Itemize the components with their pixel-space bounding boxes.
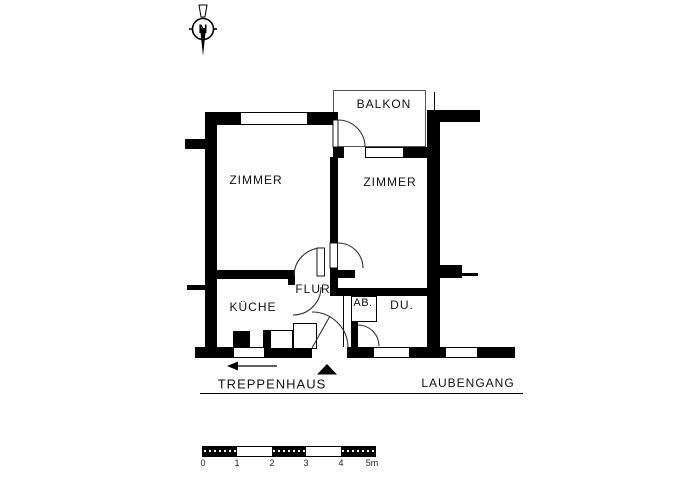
scale-tick-1: 1	[234, 458, 240, 468]
wall-balcony-bottom-left	[333, 147, 344, 158]
line-flur-du	[343, 296, 344, 347]
door-leaf-zimmer-left	[316, 247, 325, 277]
wall-stub-left-upper	[185, 139, 205, 149]
door-arc-zimmer-right	[337, 242, 364, 269]
scale-segment	[203, 447, 238, 456]
wall-bottom-2	[265, 347, 312, 358]
door-arc-zimmer-left	[293, 247, 323, 277]
window-du	[373, 347, 410, 358]
wall-bottom-1	[195, 347, 233, 358]
wall-stub-flur	[338, 270, 355, 278]
wall-stub-mid-right	[440, 265, 462, 278]
room-label-zimmer-right: ZIMMER	[363, 175, 417, 189]
wall-kueche-top	[217, 270, 295, 279]
wall-kueche-top-cap	[288, 272, 295, 285]
wall-du-top	[330, 288, 427, 296]
scale-tick-2: 2	[269, 458, 275, 468]
annotation-treppenhaus: TREPPENHAUS	[217, 376, 327, 392]
room-label-zimmer-left: ZIMMER	[229, 173, 283, 187]
annotation-laubengang: LAUBENGANG	[421, 376, 515, 390]
window-zimmer-right	[365, 147, 404, 158]
compass-north-label: N	[198, 22, 208, 36]
ab-closet-box	[351, 296, 377, 322]
window-zimmer-left	[240, 112, 308, 125]
room-label-kueche: KÜCHE	[229, 300, 277, 314]
wall-top-left	[205, 112, 241, 125]
wall-room-divider-upper	[330, 157, 338, 244]
scale-bar	[202, 446, 376, 457]
room-label-flur: FLUR	[295, 282, 331, 296]
wall-stub-mid-right-line	[462, 273, 478, 276]
room-label-balkon: BALKON	[356, 97, 412, 111]
wall-du-left	[351, 322, 358, 348]
wall-stub-left-lower	[187, 285, 205, 290]
wall-right-exterior	[427, 110, 440, 358]
wall-bottom-4	[410, 347, 445, 358]
wall-balcony-bottom-right	[404, 147, 427, 158]
wall-room-divider-lower	[330, 268, 338, 289]
scale-tick-4: 4	[338, 458, 344, 468]
entrance-step-right	[293, 323, 317, 349]
scale-segment	[237, 447, 272, 456]
window-laubengang	[445, 347, 478, 358]
door-arc-du	[357, 324, 380, 347]
room-label-du: DU.	[390, 298, 414, 312]
scale-tick-0: 0	[200, 458, 206, 468]
entrance-marker-icon	[317, 364, 337, 375]
window-kueche	[233, 347, 265, 358]
wall-left-exterior	[205, 112, 217, 358]
wall-kueche-pier	[233, 331, 250, 348]
scale-segment	[271, 447, 307, 456]
room-label-ab: AB.	[353, 297, 373, 309]
scale-tick-5: 5m	[365, 458, 379, 468]
balcony-divider-line	[434, 92, 435, 110]
wall-kueche-right	[263, 330, 270, 349]
wall-stub-top-right	[440, 110, 480, 122]
wall-bottom-5	[478, 347, 515, 358]
wall-top-right	[308, 112, 338, 125]
scale-segment	[340, 447, 376, 456]
stair-direction-arrow-icon	[227, 361, 277, 371]
door-leaf-zimmer-right	[329, 242, 338, 269]
walkway-edge-line	[200, 393, 523, 394]
scale-segment	[306, 447, 341, 456]
entrance-step-left	[270, 330, 293, 349]
wall-bottom-3	[347, 347, 373, 358]
scale-tick-3: 3	[303, 458, 309, 468]
